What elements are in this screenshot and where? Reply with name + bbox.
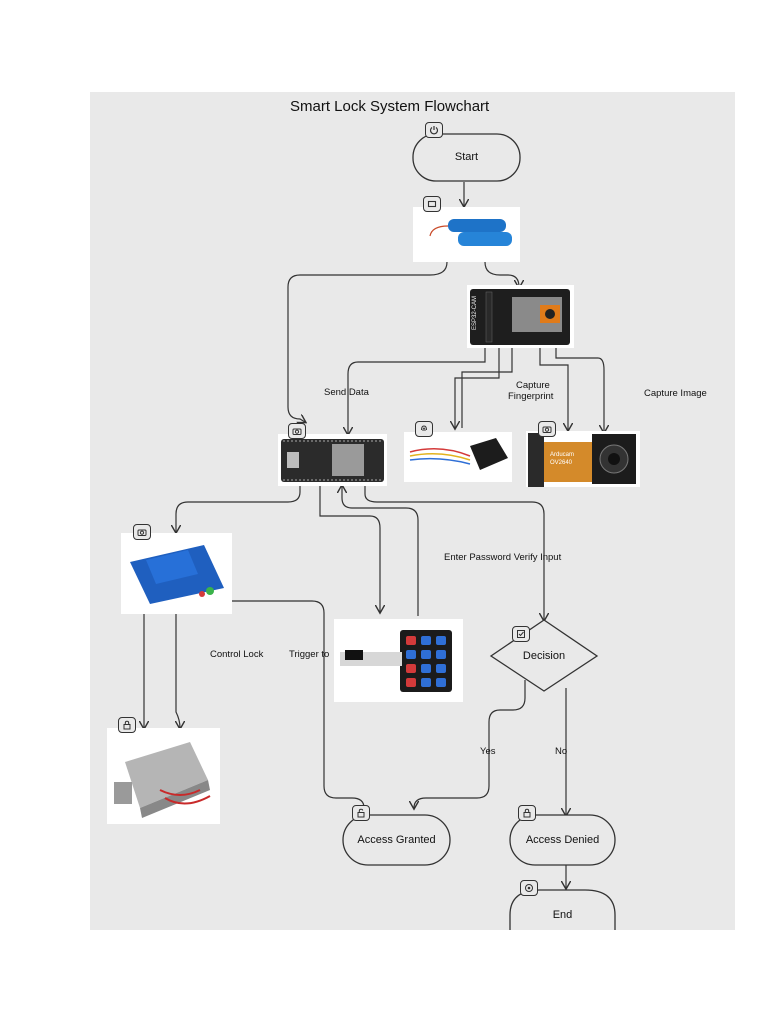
control-lock-label: Control Lock xyxy=(210,649,264,660)
decision-label: Decision xyxy=(522,650,566,662)
camera-module-text-1: Arducam xyxy=(550,452,575,458)
target-icon xyxy=(520,880,538,896)
edge-battery-esp32cam xyxy=(484,261,519,287)
keypad-key xyxy=(436,650,446,659)
edge-to-fingerprint-b xyxy=(461,347,513,428)
diagram-title: Smart Lock System Flowchart xyxy=(290,98,490,115)
keypad-key xyxy=(436,678,446,687)
keypad-key xyxy=(436,636,446,645)
access-granted-label: Access Granted xyxy=(357,834,436,846)
capture-fingerprint-label-line2: Fingerprint xyxy=(508,391,554,402)
battery-pack-image xyxy=(413,207,520,262)
yes-label: Yes xyxy=(480,746,496,757)
start-node xyxy=(412,133,521,182)
keypad-key xyxy=(406,636,416,645)
lock-icon xyxy=(118,717,136,733)
end-label: End xyxy=(552,909,573,921)
camera-icon xyxy=(133,524,151,540)
edge-relay-granted xyxy=(232,600,365,809)
relay-module-image xyxy=(121,533,232,614)
edge-decision-yes xyxy=(414,680,526,808)
end-node xyxy=(509,889,616,930)
edge-to-fingerprint-a xyxy=(455,347,500,428)
esp32-cam-image xyxy=(467,285,574,348)
checkbox-icon xyxy=(512,626,530,642)
edge-relay-solenoid-b xyxy=(176,614,180,728)
edge-controller-relay xyxy=(176,484,301,532)
edge-capture-fingerprint xyxy=(539,347,568,430)
access-granted-node xyxy=(342,814,451,866)
keypad-key xyxy=(436,664,446,673)
decision-node xyxy=(489,619,599,692)
no-label: No xyxy=(555,746,568,757)
keypad-key xyxy=(406,650,416,659)
solenoid-lock-image xyxy=(107,728,220,824)
edge-battery-controller xyxy=(287,261,448,422)
keypad-key xyxy=(406,664,416,673)
box-icon xyxy=(423,196,441,212)
trigger-label: Trigger to xyxy=(289,649,330,660)
keypad-key xyxy=(406,678,416,687)
capture-fingerprint-label-line1: Capture xyxy=(516,380,550,391)
unlock-icon xyxy=(352,805,370,821)
start-label: Start xyxy=(454,151,479,163)
send-data-label: Send Data xyxy=(324,387,369,398)
camera-icon xyxy=(538,421,556,437)
access-denied-label: Access Denied xyxy=(525,834,600,846)
edge-keypad-controller xyxy=(342,486,419,616)
edge-capture-image xyxy=(555,347,604,432)
edge-controller-keypad xyxy=(319,484,380,612)
camera-module-text-2: OV2640 xyxy=(550,460,573,466)
camera-module-image xyxy=(526,431,640,487)
keypad-key xyxy=(421,636,431,645)
access-denied-node xyxy=(509,814,616,866)
keypad-key xyxy=(421,678,431,687)
fingerprint-icon xyxy=(415,421,433,437)
fingerprint-sensor-image xyxy=(404,432,512,482)
controller-board-image xyxy=(278,434,387,486)
keypad-key xyxy=(421,664,431,673)
esp32-cam-board-text: ESP32-CAM xyxy=(472,295,479,331)
edge-controller-decision xyxy=(364,484,544,620)
capture-image-label: Capture Image xyxy=(644,388,707,399)
power-icon xyxy=(425,122,443,138)
lock-icon xyxy=(518,805,536,821)
keypad-key xyxy=(421,650,431,659)
camera-icon xyxy=(288,423,306,439)
edge-send-data xyxy=(348,347,486,434)
enter-password-label: Enter Password Verify Input xyxy=(444,552,562,563)
keypad-image xyxy=(334,619,463,702)
